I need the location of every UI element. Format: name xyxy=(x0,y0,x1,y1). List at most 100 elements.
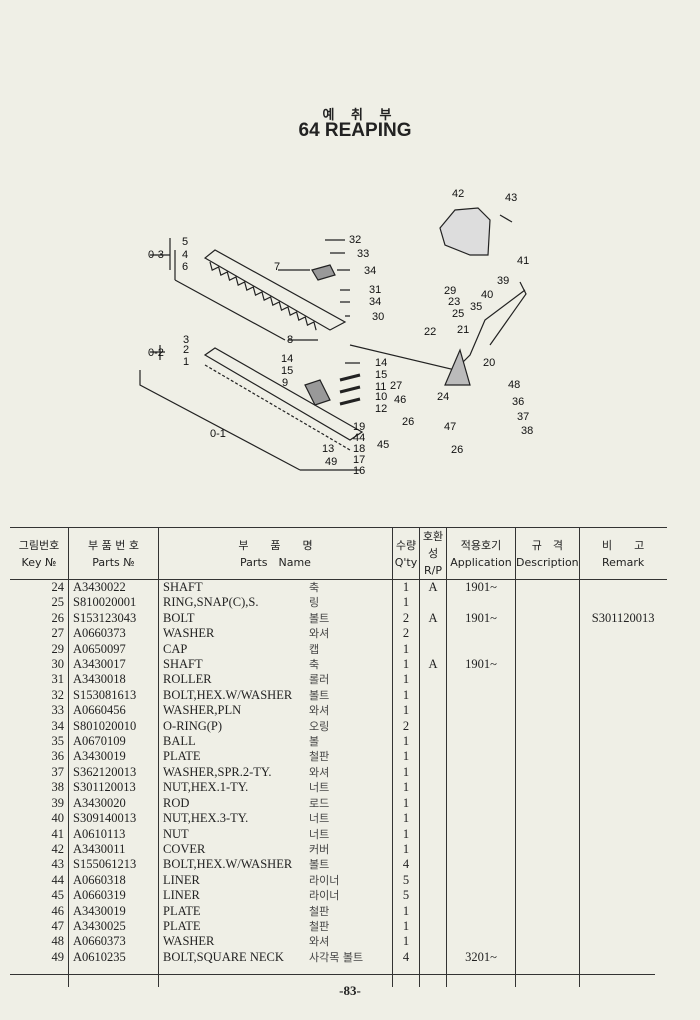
callout-label: 3 xyxy=(183,334,189,346)
qty-cell: 1 xyxy=(392,811,420,827)
callout-label: 19 xyxy=(353,421,365,433)
remark-cell xyxy=(578,703,667,719)
rp-cell xyxy=(419,795,447,812)
page-number: -83- xyxy=(339,983,361,998)
rp-cell xyxy=(419,626,447,642)
part-number-cell: A3430011 xyxy=(68,841,159,858)
part-name-korean: 사각목 볼트 xyxy=(309,950,364,964)
rp-cell xyxy=(419,672,447,688)
callout-label: 15 xyxy=(281,365,293,377)
part-name-cell: O-RING(P)오링 xyxy=(158,718,393,735)
key-cell: 47 xyxy=(51,918,65,933)
lower-blade xyxy=(203,347,364,441)
part-name-korean: 캡 xyxy=(309,642,320,656)
application-cell xyxy=(446,641,516,658)
callout-label: 4 xyxy=(182,249,188,261)
remark-cell xyxy=(578,857,667,873)
callout-label: 29 xyxy=(444,285,456,297)
description-cell xyxy=(515,872,580,889)
callout-label: 16 xyxy=(353,465,365,477)
key-cell: 29 xyxy=(51,641,65,656)
remark-cell xyxy=(578,795,667,812)
description-cell xyxy=(515,641,580,658)
description-cell xyxy=(515,749,580,765)
cover xyxy=(439,207,491,256)
part-number-cell: A3430017 xyxy=(68,657,159,673)
remark-cell xyxy=(578,903,667,919)
part-name-korean: 로드 xyxy=(309,796,330,810)
part-name-korean: 철판 xyxy=(309,919,330,933)
part-number-cell: A3430020 xyxy=(68,795,159,812)
upper-blade xyxy=(203,249,347,331)
remark-cell xyxy=(578,579,667,596)
part-name-korean: 커버 xyxy=(309,842,330,856)
remark-cell xyxy=(578,780,667,796)
description-cell xyxy=(515,826,580,842)
part-name-korean: 철판 xyxy=(309,750,330,764)
callout-label: 46 xyxy=(394,394,406,406)
part-number-cell: S362120013 xyxy=(68,764,159,781)
qty-cell: 1 xyxy=(392,795,420,812)
callout-label: 47 xyxy=(444,421,456,433)
callout-label: 36 xyxy=(512,396,524,408)
application-cell xyxy=(446,857,516,873)
callout-label: 39 xyxy=(497,275,509,287)
description-cell xyxy=(515,888,580,904)
description-cell xyxy=(515,734,580,750)
key-cell: 30 xyxy=(51,657,65,672)
callout-label: 30 xyxy=(372,311,384,323)
application-cell xyxy=(446,764,516,781)
callout-label: 5 xyxy=(182,236,188,248)
qty-cell: 1 xyxy=(392,703,420,719)
part-name-korean: 볼 xyxy=(309,735,320,749)
part-number-cell: A0670109 xyxy=(68,734,159,750)
qty-cell: 5 xyxy=(392,872,420,889)
part-name-korean: 볼트 xyxy=(309,858,330,872)
application-cell: 3201~ xyxy=(446,949,516,966)
header-korean: 적용호기 xyxy=(460,538,502,552)
remark-cell xyxy=(578,626,667,642)
part-number-cell: A0660373 xyxy=(68,626,159,642)
key-cell: 37 xyxy=(51,764,65,779)
callout-label: 0-3 xyxy=(148,249,164,261)
part-number-cell: S309140013 xyxy=(68,811,159,827)
callout-label: 43 xyxy=(505,192,517,204)
remark-cell xyxy=(578,657,667,673)
rp-cell xyxy=(419,888,447,904)
part-name-korean: 너트 xyxy=(309,781,330,795)
part-number-cell: S301120013 xyxy=(68,780,159,796)
application-cell: 1901~ xyxy=(446,610,516,627)
callout-label: 34 xyxy=(369,296,381,308)
application-cell xyxy=(446,672,516,688)
remark-cell xyxy=(578,918,667,935)
part-number-cell: A3430019 xyxy=(68,749,159,765)
application-cell xyxy=(446,841,516,858)
application-cell xyxy=(446,718,516,735)
callout-label: 2 xyxy=(183,344,189,356)
part-number-cell: S801020010 xyxy=(68,718,159,735)
qty-cell: 4 xyxy=(392,949,420,966)
section-title-korean: 예 취 부 xyxy=(322,108,398,123)
